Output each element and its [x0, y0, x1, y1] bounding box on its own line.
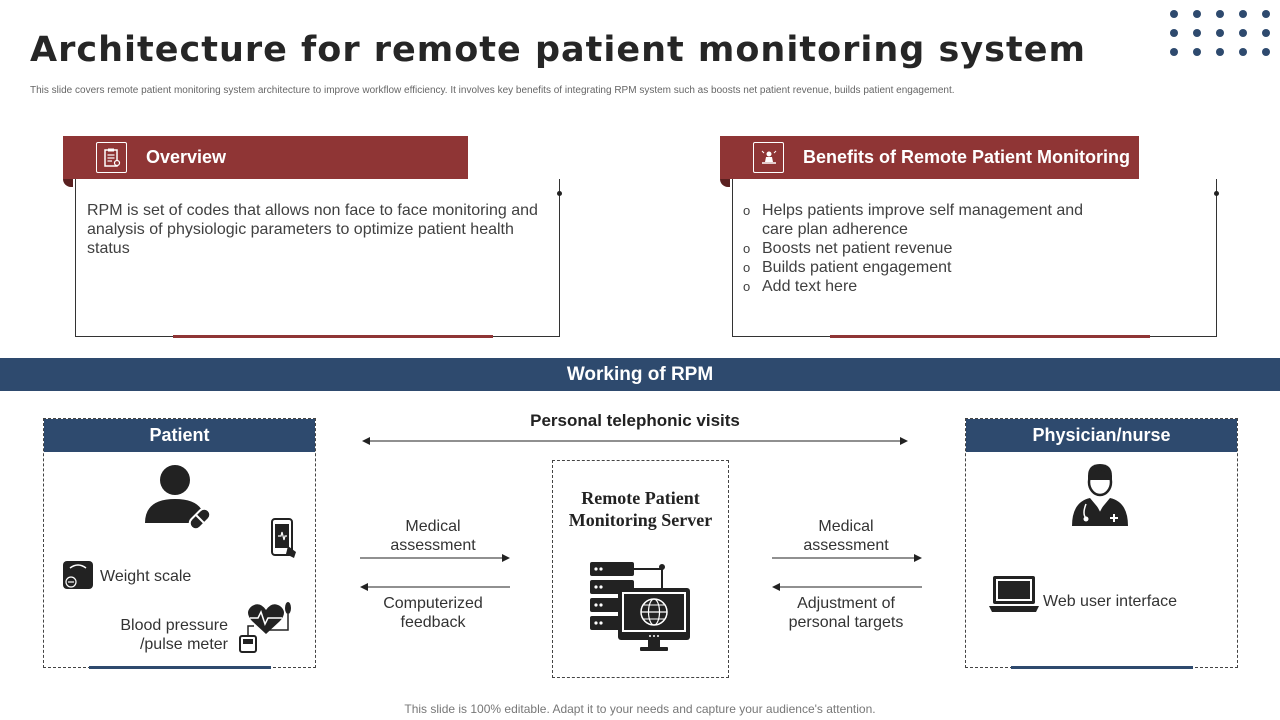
label-line: Computerized [383, 595, 483, 612]
benefits-heading: Benefits of Remote Patient Monitoring [803, 147, 1131, 167]
arrow-right [772, 554, 922, 562]
clipboard-icon [96, 142, 127, 173]
doctor-icon [1072, 464, 1128, 526]
label-line: Medical [405, 518, 461, 535]
server-title-line2: Monitoring Server [568, 510, 713, 530]
page-title: Architecture for remote patient monitori… [30, 30, 1086, 70]
physician-heading: Physician/nurse [966, 419, 1237, 452]
benefits-header: Benefits of Remote Patient Monitoring [720, 136, 1139, 179]
card-tab-fold [63, 179, 73, 187]
bullet-marker: o [743, 203, 751, 218]
bullet-marker: o [743, 279, 751, 294]
accent-underline [89, 666, 271, 669]
accent-underline [173, 335, 493, 338]
label-line: assessment [803, 537, 889, 554]
server-title: Remote Patient Monitoring Server [552, 487, 729, 531]
list-item: o Helps patients improve self management … [743, 201, 1103, 239]
accent-underline [830, 335, 1150, 338]
overview-card [75, 179, 562, 338]
overview-heading: Overview [146, 147, 227, 167]
benefits-list: o Helps patients improve self management … [743, 201, 1103, 296]
decorative-dot-grid [1170, 10, 1270, 56]
list-item: o Builds patient engagement [743, 258, 1103, 277]
server-monitor-icon [590, 562, 690, 651]
benefit-text: Add text here [762, 278, 858, 295]
accent-underline [1011, 666, 1193, 669]
server-panel [552, 460, 729, 678]
heart-rate-monitor-icon [239, 602, 291, 653]
patient-heading: Patient [44, 419, 315, 452]
right-medical-assessment: Medical assessment [776, 517, 916, 555]
computerized-feedback: Computerized feedback [363, 594, 503, 632]
footer-note: This slide is 100% editable. Adapt it to… [404, 702, 876, 716]
overview-text: RPM is set of codes that allows non face… [87, 202, 538, 257]
label-line: Medical [818, 518, 874, 535]
label-line: feedback [400, 614, 466, 631]
telephonic-label: Personal telephonic visits [530, 411, 740, 430]
benefit-text: Builds patient engagement [762, 259, 952, 276]
blood-pressure-label: Blood pressure /pulse meter [110, 616, 228, 654]
benefit-text: Helps patients improve self management a… [762, 202, 1084, 238]
bullet-marker: o [743, 260, 751, 275]
list-item: o Add text here [743, 277, 1103, 296]
corner-dot [1214, 191, 1219, 196]
mobile-phone-icon [271, 518, 296, 558]
double-arrow [362, 437, 908, 445]
web-ui-label: Web user interface [1043, 593, 1177, 610]
label-line: personal targets [788, 614, 904, 631]
left-medical-assessment: Medical assessment [363, 517, 503, 555]
blood-pressure-line1: Blood pressure [120, 617, 228, 634]
working-banner: Working of RPM [0, 358, 1280, 391]
person-presentation-icon [753, 142, 784, 173]
corner-dot [557, 191, 562, 196]
arrow-left [772, 583, 922, 591]
laptop-icon [989, 576, 1039, 612]
label-line: assessment [390, 537, 476, 554]
card-tab-fold [720, 179, 730, 187]
list-item: o Boosts net patient revenue [743, 239, 1103, 258]
bullet-marker: o [743, 241, 751, 256]
benefit-text: Boosts net patient revenue [762, 240, 953, 257]
patient-panel: Patient [43, 418, 316, 669]
patient-user-icon [145, 465, 212, 531]
weight-scale-icon [63, 561, 93, 589]
blood-pressure-line2: /pulse meter [139, 636, 228, 653]
weight-scale-label: Weight scale [100, 568, 192, 585]
benefits-card [732, 179, 1219, 338]
server-title-line1: Remote Patient [581, 488, 700, 508]
physician-panel: Physician/nurse [965, 418, 1238, 669]
label-line: Adjustment of [797, 595, 895, 612]
overview-header: Overview [63, 136, 468, 179]
page-subtitle: This slide covers remote patient monitor… [30, 85, 955, 96]
adjustment-personal-targets: Adjustment of personal targets [771, 594, 921, 632]
arrow-left [360, 583, 510, 591]
arrow-right [360, 554, 510, 562]
